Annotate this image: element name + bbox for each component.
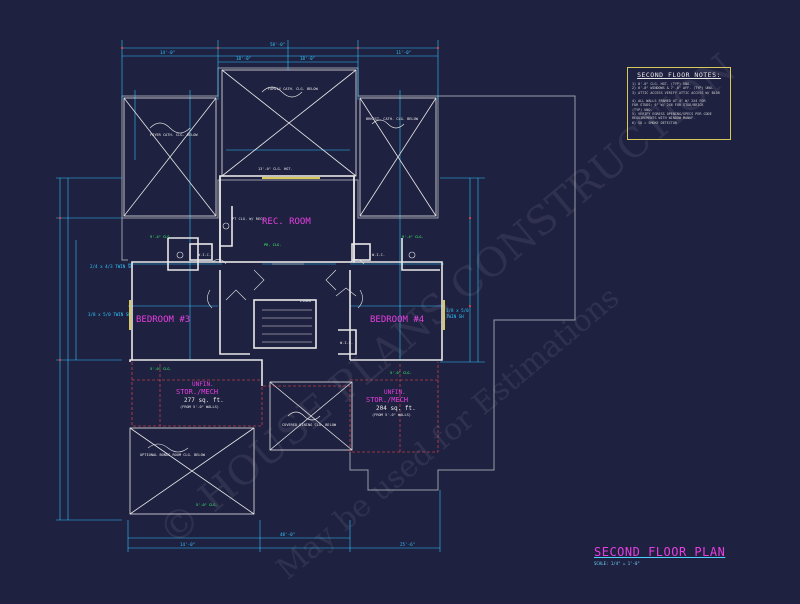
svg-text:TWIN SH: TWIN SH bbox=[446, 314, 464, 319]
ceiling-note-text: FOYER CATH. CLG. BELOW FAMILY CATH. CLG.… bbox=[140, 87, 419, 457]
floor-notes-title: SECOND FLOOR NOTES: bbox=[637, 71, 721, 79]
svg-text:11'-0": 11'-0" bbox=[396, 50, 411, 55]
svg-text:3/8 x 5/0: 3/8 x 5/0 bbox=[446, 308, 469, 313]
notes-line: (TYP) UNO. bbox=[632, 107, 653, 112]
svg-text:9'-4" CLG.: 9'-4" CLG. bbox=[402, 235, 424, 239]
ceiling-note-lower-left: OPTIONAL BONUS ROOM CLG. BELOW bbox=[140, 453, 206, 457]
area-right-sub: (FROM 5'-0" WALLS) bbox=[372, 413, 411, 417]
room-bedroom-3: BEDROOM #3 bbox=[136, 315, 190, 325]
ceiling-curves bbox=[147, 86, 405, 453]
notes-line: 6) SD = SMOKE DETECTOR bbox=[632, 120, 677, 125]
svg-text:3/8 x 5/0 TWIN SH: 3/8 x 5/0 TWIN SH bbox=[88, 312, 131, 317]
ceiling-note-right: BRKFST. CATH. CLG. BELOW bbox=[366, 117, 419, 121]
svg-text:PR. CLG.: PR. CLG. bbox=[264, 243, 281, 247]
green-notes: 9'-4" CLG. 9'-4" CLG. 5'-0" CLG. 5'-0" C… bbox=[150, 235, 424, 507]
svg-text:14'-0": 14'-0" bbox=[160, 50, 175, 55]
room-labels: REC. ROOM BEDROOM #3 BEDROOM #4 UNFIN. S… bbox=[136, 217, 424, 404]
svg-text:18'-0": 18'-0" bbox=[236, 56, 251, 61]
notes-line: FOR STUDS; 6" W/ 2X6 FOR STUD/BRICK bbox=[632, 103, 704, 108]
svg-text:13'-0" CLG. HGT.: 13'-0" CLG. HGT. bbox=[258, 167, 293, 171]
svg-text:25'-6": 25'-6" bbox=[400, 542, 415, 547]
wic-center-label: W.I.C. bbox=[340, 341, 353, 345]
scale-value: 1/4" = 1'-0" bbox=[610, 561, 640, 566]
stor-right: STOR./MECH bbox=[366, 396, 408, 404]
svg-text:PT CLG. W/ RECS: PT CLG. W/ RECS bbox=[232, 217, 264, 221]
area-left-sub: (FROM 5'-0" WALLS) bbox=[180, 405, 219, 409]
svg-text:18'-0": 18'-0" bbox=[300, 56, 315, 61]
notes-line: 5) VERIFY EGRESS OPENING/SPECS PER CODE bbox=[632, 112, 712, 117]
room-bedroom-4: BEDROOM #4 bbox=[370, 315, 424, 325]
plan-title: SECOND FLOOR PLAN bbox=[594, 545, 726, 559]
svg-text:5'-0" CLG.: 5'-0" CLG. bbox=[390, 371, 412, 375]
unfinished-storage bbox=[131, 362, 439, 453]
svg-text:5'-0" CLG.: 5'-0" CLG. bbox=[150, 367, 172, 371]
windows bbox=[129, 177, 445, 330]
svg-text:48'-0": 48'-0" bbox=[280, 532, 295, 537]
linen-label: LINEN bbox=[300, 299, 311, 303]
unfin-right: UNFIN. bbox=[384, 389, 406, 396]
svg-text:14'-0": 14'-0" bbox=[180, 542, 195, 547]
plan-scale: SCALE: 1/4" = 1'-0" bbox=[594, 561, 725, 566]
room-rec: REC. ROOM bbox=[262, 217, 311, 227]
notes-line: 2) 6'-8" WINDOWS & 7'-0" AFF. (TYP) UNO. bbox=[632, 86, 714, 91]
walls bbox=[129, 175, 443, 386]
wall-labels: LINEN W.I.C. W.I.C. W.I.C. PT CLG. W/ RE… bbox=[198, 167, 385, 345]
notes-line: REQUIREMENTS WITH WINDOW MANUF. bbox=[632, 116, 696, 121]
dimension-lines bbox=[56, 40, 485, 552]
stor-left: STOR./MECH bbox=[176, 388, 218, 396]
ceiling-note-center: FAMILY CATH. CLG. BELOW bbox=[268, 87, 319, 91]
title-block: SECOND FLOOR PLAN SCALE: 1/4" = 1'-0" bbox=[594, 545, 725, 566]
scale-label: SCALE: bbox=[594, 561, 609, 566]
vaulted-ceilings bbox=[123, 69, 437, 515]
notes-line: 3) ATTIC ACCESS VERIFY ATTIC ACCESS W/ B… bbox=[632, 90, 720, 95]
floor-notes-box: SECOND FLOOR NOTES: 1) 8'-0" CLG. HGT. (… bbox=[627, 67, 731, 140]
dimension-text: 58'-0" 14'-0" 11'-0" 18'-0" 18'-0" 48'-0… bbox=[88, 42, 469, 547]
ceiling-note-lower-center: COVERED DINING CLG. BELOW bbox=[282, 423, 337, 427]
notes-line: 4) ALL WALLS FRAMED AT 4" W/ 2X4 FOR bbox=[632, 99, 706, 104]
unfin-left: UNFIN. bbox=[192, 381, 214, 388]
wic-left-label: W.I.C. bbox=[198, 253, 211, 257]
wall-details bbox=[176, 222, 416, 343]
svg-text:5'-0" CLG.: 5'-0" CLG. bbox=[196, 503, 218, 507]
dimension-ticks bbox=[59, 47, 471, 361]
wic-right-label: W.I.C. bbox=[372, 253, 385, 257]
room-areas: 277 sq. ft. (FROM 5'-0" WALLS) 204 sq. f… bbox=[180, 397, 416, 417]
svg-text:9'-4" CLG.: 9'-4" CLG. bbox=[150, 235, 172, 239]
notes-line: 1) 8'-0" CLG. HGT. (TYP) UNO. bbox=[632, 82, 692, 86]
svg-text:58'-0": 58'-0" bbox=[270, 42, 285, 47]
svg-text:2/4 x 4/3 TWIN SH: 2/4 x 4/3 TWIN SH bbox=[90, 264, 133, 269]
ceiling-note-left: FOYER CATH. CLG. BELOW bbox=[150, 133, 198, 137]
area-right: 204 sq. ft. bbox=[376, 405, 416, 412]
area-left: 277 sq. ft. bbox=[184, 397, 224, 404]
